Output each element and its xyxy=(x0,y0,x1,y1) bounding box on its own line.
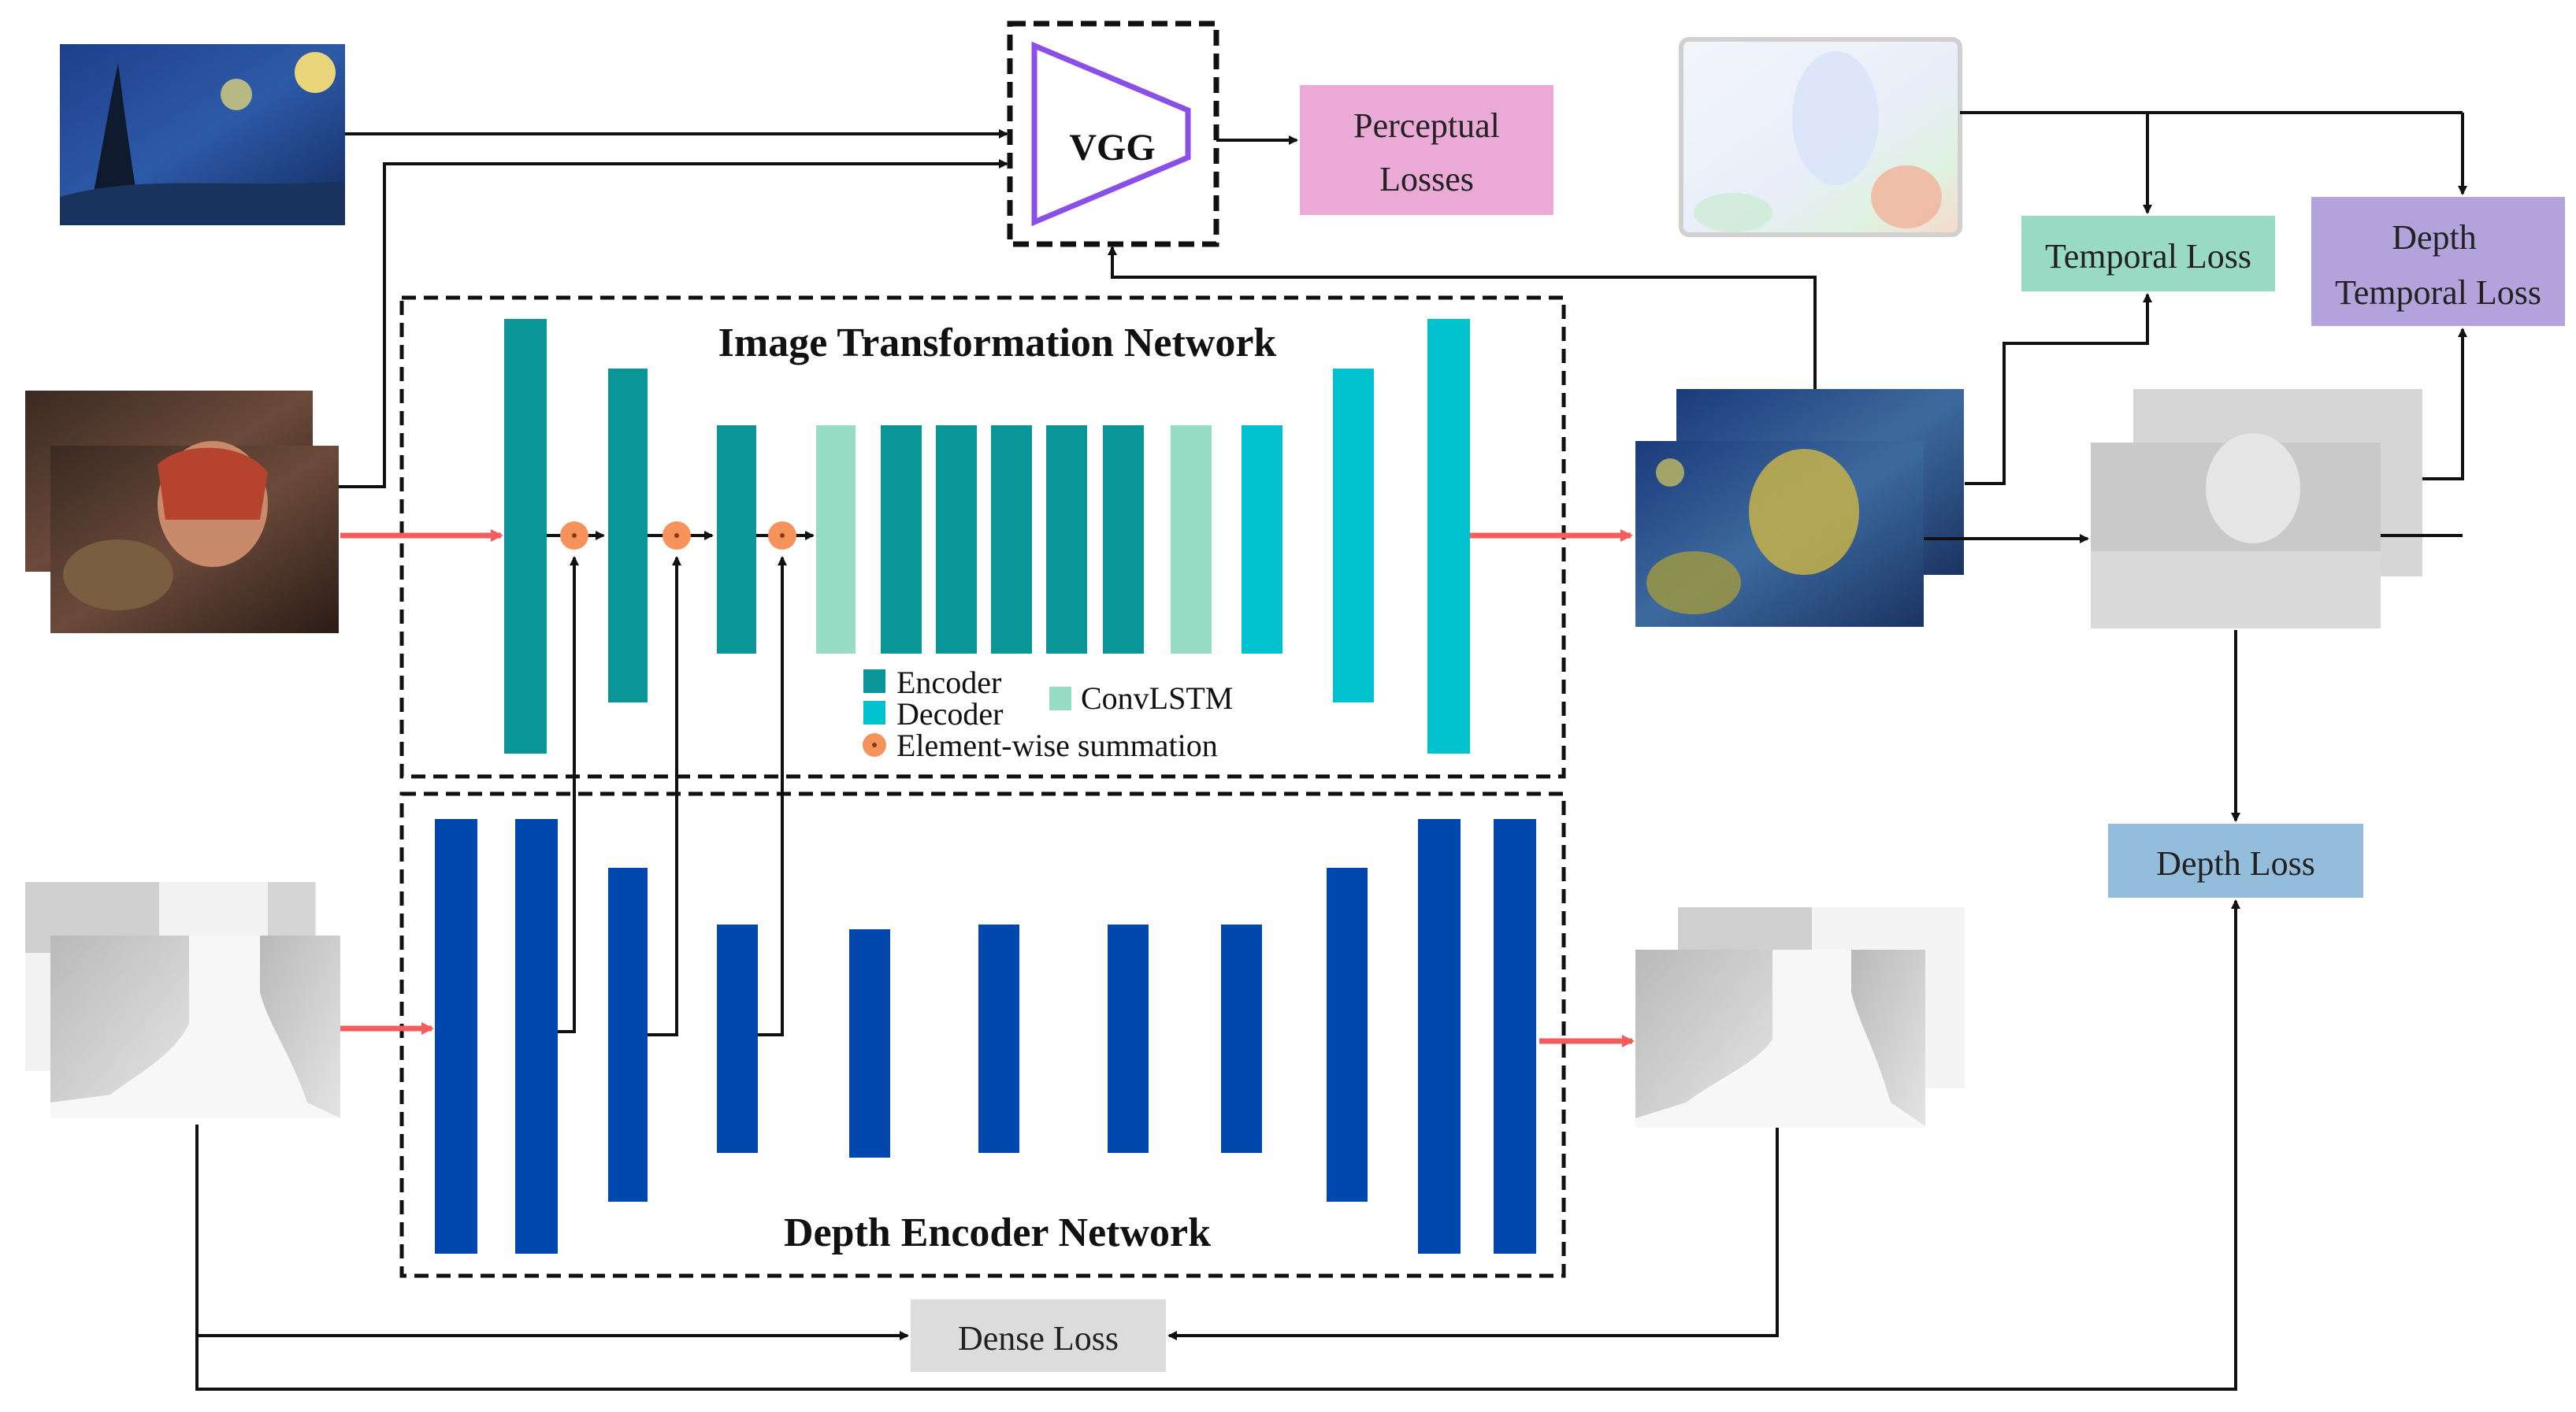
red-arrows xyxy=(340,529,1635,1047)
depth-temporal-line-1: Depth xyxy=(2392,218,2477,257)
depth-loss-box: Depth Loss xyxy=(2108,824,2363,898)
legend-convlstm-swatch xyxy=(1049,687,1071,710)
depth-layer-2 xyxy=(515,819,558,1254)
depth-network-title: Depth Encoder Network xyxy=(784,1210,1211,1255)
depth-layer-7 xyxy=(1108,925,1149,1153)
vgg-label: VGG xyxy=(1069,127,1155,169)
depth-temporal-loss-box: Depth Temporal Loss xyxy=(2311,197,2565,326)
legend-encoder-swatch xyxy=(863,669,885,693)
decoder-layer-1 xyxy=(1242,425,1282,654)
legend: Encoder Decoder ConvLSTM Element-wise su… xyxy=(863,665,1233,763)
input-depth-maps xyxy=(25,882,340,1118)
legend-decoder-label: Decoder xyxy=(896,696,1003,732)
legend-decoder-swatch xyxy=(863,701,885,725)
depth-layer-5 xyxy=(849,929,890,1158)
stylized-output-frames xyxy=(1635,389,1964,627)
encoder-layer-1 xyxy=(504,319,547,754)
residual-layer-2 xyxy=(936,425,977,654)
decoder-layer-2 xyxy=(1333,369,1374,702)
legend-summation-label: Element-wise summation xyxy=(896,728,1218,763)
temporal-loss-label: Temporal Loss xyxy=(2045,237,2251,276)
vgg-trapezoid xyxy=(1031,41,1191,227)
legend-encoder-label: Encoder xyxy=(896,665,1001,700)
output-depth-maps xyxy=(1635,907,1965,1128)
encoder-connections xyxy=(547,521,815,550)
decoder-layer-3 xyxy=(1427,319,1470,754)
vgg-frame xyxy=(1007,20,1219,247)
depth-layer-3 xyxy=(608,868,648,1202)
dense-loss-label: Dense Loss xyxy=(958,1319,1119,1358)
depth-layer-1 xyxy=(435,819,477,1254)
depth-layer-9 xyxy=(1327,868,1368,1202)
stylized-depth-maps xyxy=(2091,389,2422,628)
residual-layer-5 xyxy=(1103,425,1144,654)
depth-layer-4 xyxy=(717,925,758,1153)
encoder-layer-2 xyxy=(608,369,648,702)
temporal-loss-box: Temporal Loss xyxy=(2021,216,2275,291)
legend-convlstm-label: ConvLSTM xyxy=(1081,680,1233,716)
depth-skip-connections xyxy=(558,556,787,1036)
input-frames xyxy=(25,391,339,633)
convlstm-layer-2 xyxy=(1171,425,1212,654)
depth-temporal-line-2: Temporal Loss xyxy=(2335,273,2541,312)
perceptual-line-2: Losses xyxy=(1379,160,1474,198)
perceptual-losses-box: Perceptual Losses xyxy=(1300,85,1553,215)
residual-layer-3 xyxy=(991,425,1032,654)
convlstm-layer-1 xyxy=(816,425,856,654)
optical-flow-image xyxy=(1679,37,1962,237)
connector-arrows xyxy=(195,111,2467,1391)
transformation-layers xyxy=(504,319,1470,754)
depth-encoder-layers xyxy=(435,819,1536,1254)
depth-loss-label: Depth Loss xyxy=(2156,844,2315,883)
encoder-layer-3 xyxy=(717,425,756,654)
depth-encoder-network-frame xyxy=(399,791,1566,1278)
residual-layer-4 xyxy=(1046,425,1087,654)
style-image xyxy=(60,44,345,225)
depth-layer-8 xyxy=(1221,925,1262,1153)
residual-layer-1 xyxy=(881,425,922,654)
dense-loss-box: Dense Loss xyxy=(911,1299,1166,1372)
depth-layer-11 xyxy=(1494,819,1536,1254)
transformation-network-title: Image Transformation Network xyxy=(718,321,1277,365)
depth-layer-6 xyxy=(978,925,1019,1153)
depth-layer-10 xyxy=(1418,819,1461,1254)
perceptual-line-1: Perceptual xyxy=(1353,106,1500,145)
